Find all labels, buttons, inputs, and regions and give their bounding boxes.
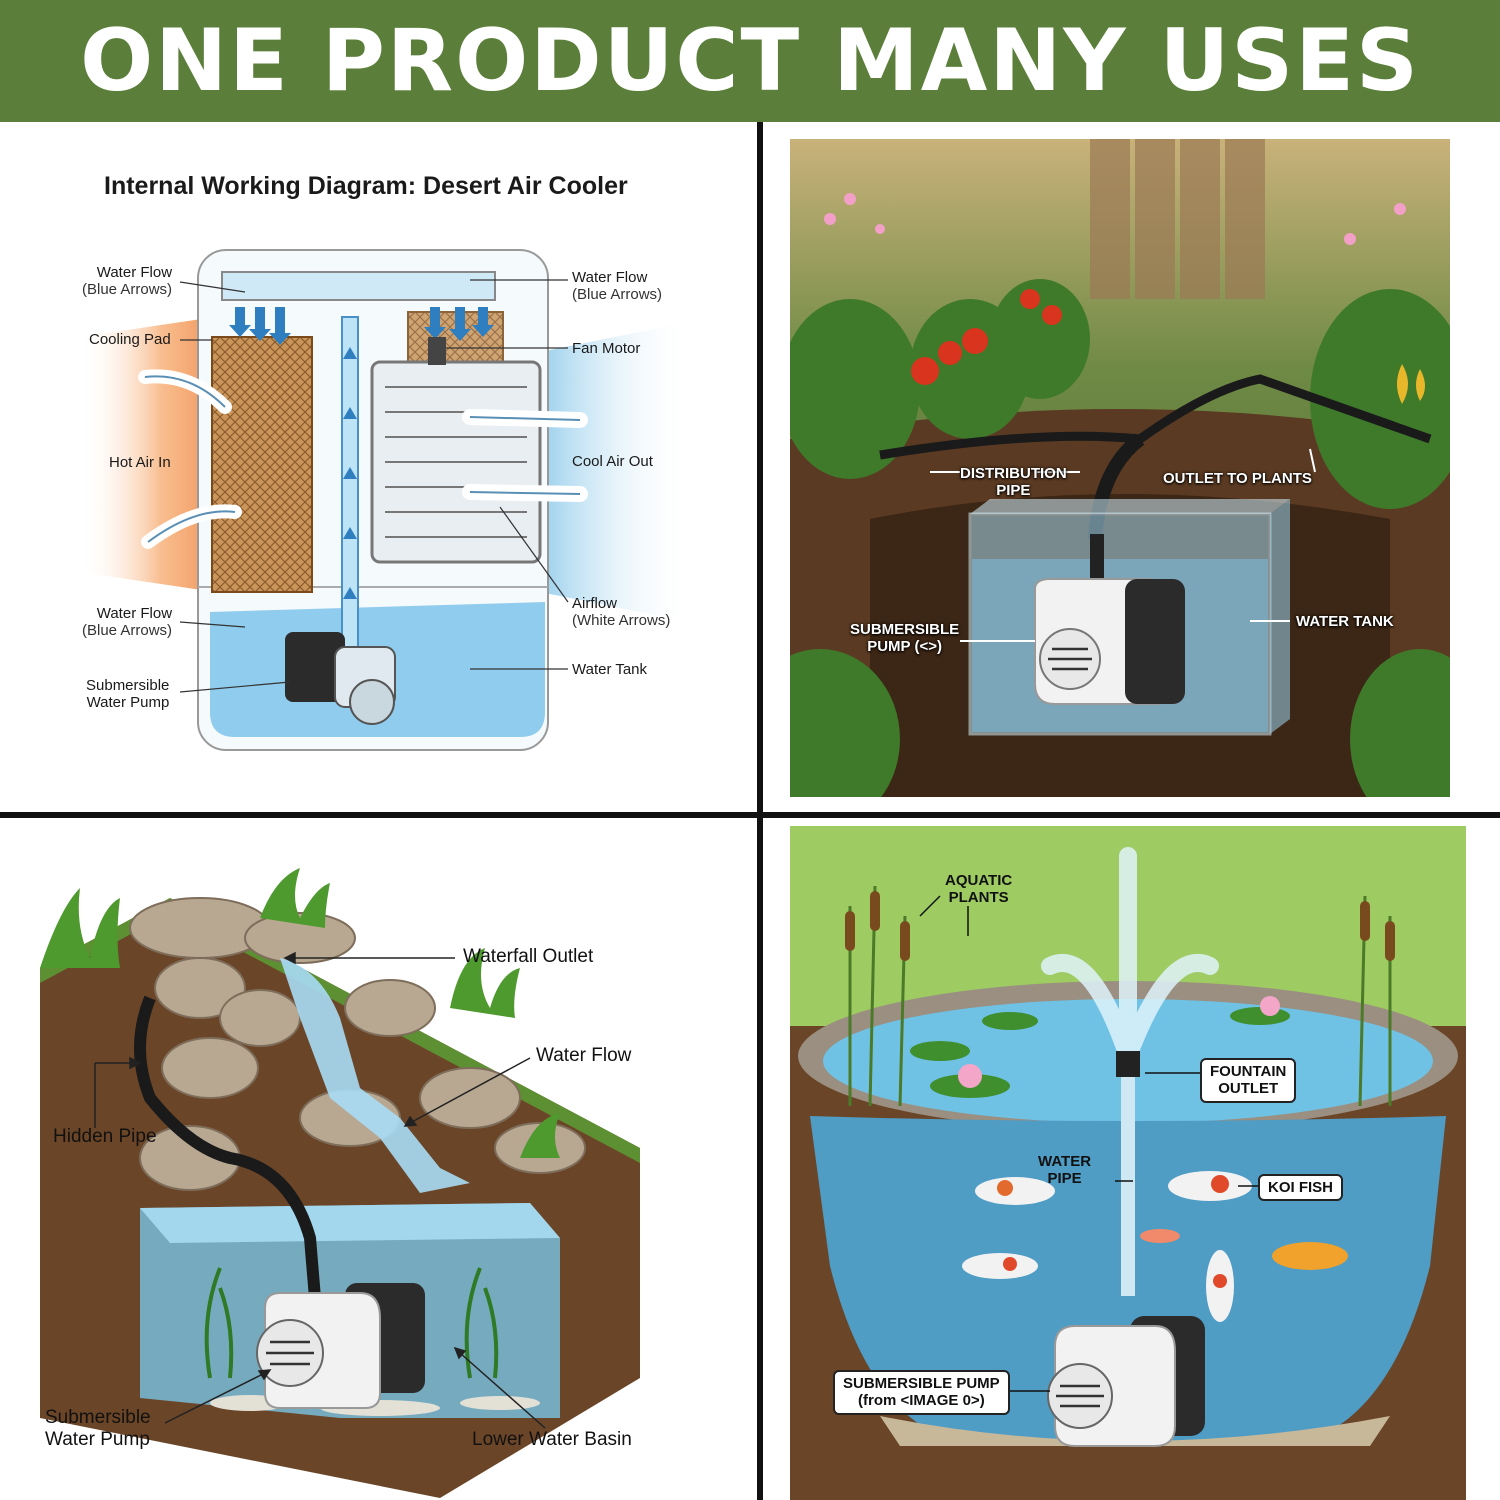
pond-submersible-pump-label: SUBMERSIBLE PUMP(from <IMAGE 0>) [833, 1370, 1010, 1415]
waterfall-panel: Waterfall Outlet Water Flow Hidden Pipe … [0, 818, 757, 1500]
banner: ONE PRODUCT MANY USES [0, 0, 1500, 122]
cooling-pad-icon [211, 336, 313, 593]
fountain-spray [1041, 847, 1219, 1065]
waterfall-water-flow-label: Water Flow [536, 1045, 632, 1066]
fan-motor-label: Fan Motor [572, 340, 641, 357]
fan-motor [428, 337, 446, 365]
outlet-to-plants-label: OUTLET TO PLANTS [1163, 470, 1312, 487]
koi-fish-label: KOI FISH [1258, 1174, 1344, 1202]
hot-air-in-label: Hot Air In [109, 454, 171, 471]
garden-irrigation-illustration [790, 139, 1450, 797]
water-distribution-tray [221, 271, 496, 301]
hidden-pipe [134, 995, 321, 1299]
waterfall-outlet-label: Waterfall Outlet [463, 946, 594, 967]
water-flow-top-left-label: Water Flow(Blue Arrows) [82, 264, 173, 299]
cooler-title: Internal Working Diagram: Desert Air Coo… [104, 172, 628, 200]
koi-fish-icon [962, 1171, 1348, 1322]
water-tank-label: Water Tank [572, 661, 648, 678]
cool-air-zone [540, 322, 690, 622]
banner-title: ONE PRODUCT MANY USES [80, 11, 1420, 111]
cattail-icon [845, 891, 1395, 961]
cooling-pad-label: Cooling Pad [89, 331, 171, 348]
air-cooler-illustration [80, 249, 690, 751]
horizontal-divider [0, 812, 1500, 818]
air-cooler-panel: Internal Working Diagram: Desert Air Coo… [0, 122, 757, 812]
vertical-divider [757, 122, 763, 1500]
cool-air-out-label: Cool Air Out [572, 453, 653, 470]
airflow-label: Airflow(White Arrows) [572, 595, 671, 630]
garden-water-tank-label: WATER TANK [1296, 613, 1394, 630]
waterfall-stream [280, 958, 470, 1193]
distribution-pipe [879, 374, 1432, 460]
lower-water-basin-label: Lower Water Basin [472, 1429, 632, 1450]
hidden-pipe-label: Hidden Pipe [53, 1126, 157, 1147]
water-flow-bottom-left-label: Water Flow(Blue Arrows) [82, 605, 173, 640]
water-pump-icon [285, 632, 345, 702]
waterfall-illustration [40, 868, 640, 1498]
water-flow-top-right-label: Water Flow(Blue Arrows) [572, 269, 663, 304]
